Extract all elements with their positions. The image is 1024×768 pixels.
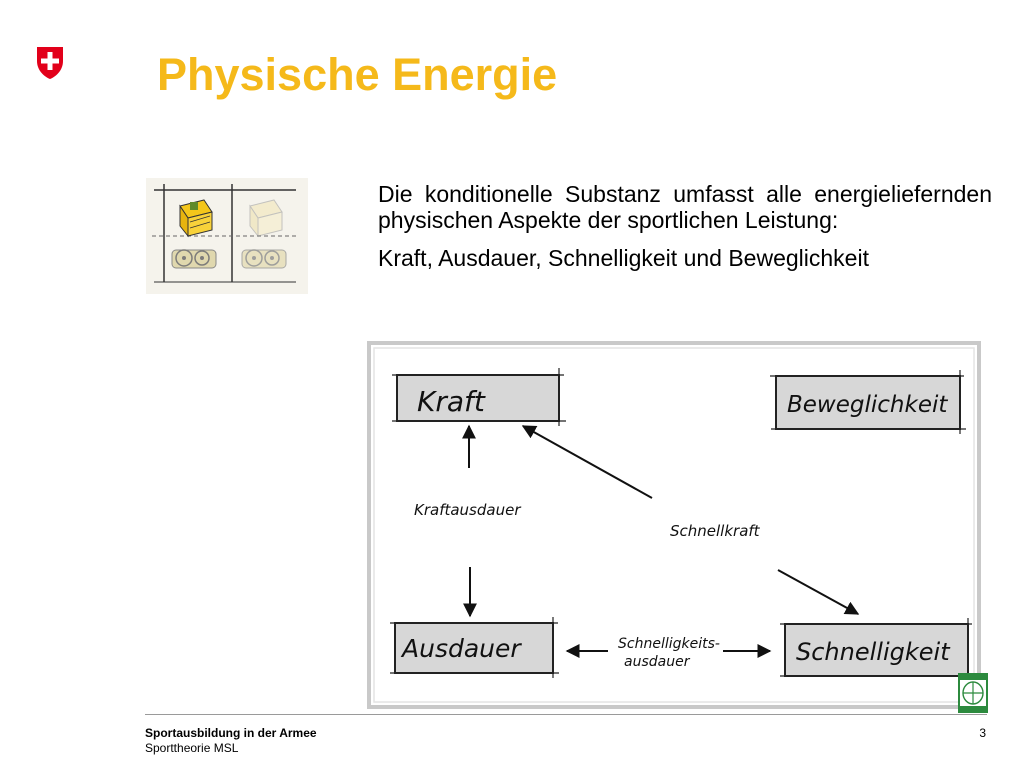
- schnelligkeitsausdauer-label-1: Schnelligkeits-: [618, 636, 720, 652]
- description-paragraph: Die konditionelle Substanz umfasst alle …: [378, 181, 992, 233]
- schnelligkeit-box: Schnelligkeit: [780, 618, 972, 681]
- page-number: 3: [979, 726, 986, 740]
- schnellkraft-label: Schnellkraft: [670, 522, 761, 540]
- arrow-schnellkraft-schnelligkeit: [777, 569, 860, 615]
- energy-illustration: [146, 178, 308, 294]
- footer-subtitle: Sporttheorie MSL: [145, 741, 239, 755]
- footer-organization: Sportausbildung in der Armee: [145, 726, 317, 740]
- gear-machine-icon: [171, 249, 217, 269]
- beweglichkeit-label: Beweglichkeit: [787, 392, 948, 418]
- schnelligkeit-label: Schnelligkeit: [796, 638, 951, 666]
- energy-box-icon: [179, 199, 213, 238]
- ausdauer-box: Ausdauer: [390, 617, 559, 678]
- swiss-cross-logo: [37, 47, 63, 79]
- ausdauer-label: Ausdauer: [400, 634, 522, 663]
- body-text: Die konditionelle Substanz umfasst alle …: [378, 181, 992, 271]
- slide-title: Physische Energie: [157, 49, 558, 100]
- faded-box-icon: [249, 199, 283, 238]
- condition-diagram: Kraft Beweglichkeit Ausdauer Schnelligke…: [366, 340, 982, 710]
- kraft-box: Kraft: [392, 368, 566, 426]
- gear-machine-icon: [241, 249, 287, 269]
- kraftausdauer-label: Kraftausdauer: [414, 501, 521, 519]
- schnelligkeitsausdauer-label-2: ausdauer: [624, 654, 691, 670]
- kraft-label: Kraft: [417, 385, 486, 418]
- components-list: Kraft, Ausdauer, Schnelligkeit und Beweg…: [378, 245, 869, 271]
- arrow-schnellkraft-kraft: [521, 425, 653, 499]
- footer-divider: [145, 714, 987, 715]
- sport-badge-logo: [958, 673, 988, 713]
- beweglichkeit-box: Beweglichkeit: [770, 370, 966, 434]
